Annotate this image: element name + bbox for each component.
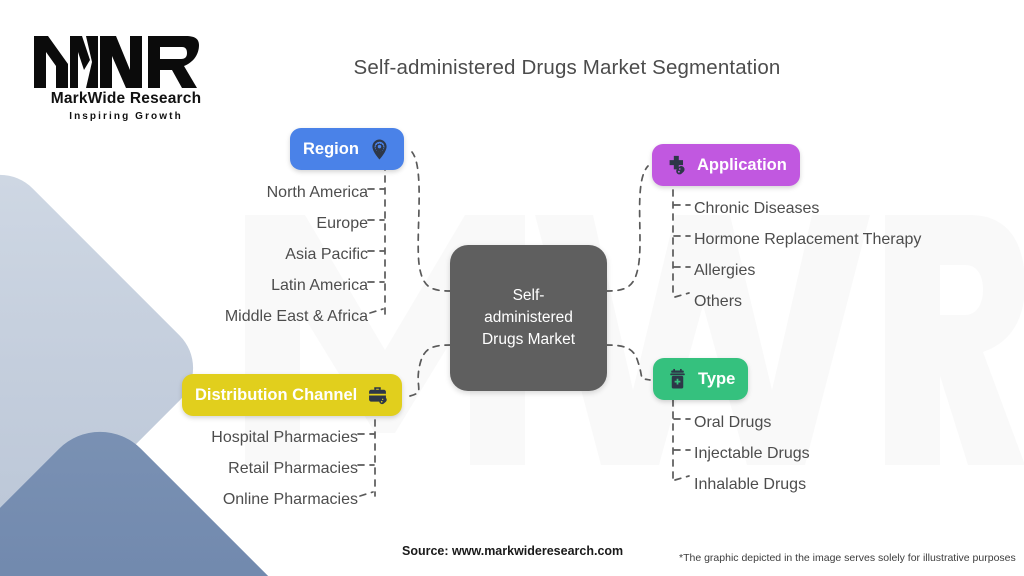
branch-badge-distribution-channel[interactable]: Distribution Channel [182, 374, 403, 416]
page-title-text: Self-administered Drugs Market Segmentat… [353, 56, 781, 79]
branch-label-distribution-channel: Distribution Channel [195, 385, 358, 404]
list-item: Chronic Diseases [694, 200, 820, 217]
map-pin-gear-icon [368, 138, 391, 161]
disclaimer-label: *The graphic depicted in the image serve… [679, 552, 1016, 564]
branch-badge-region[interactable]: Region [290, 128, 404, 170]
center-node-label: Self- administered Drugs Market [482, 285, 575, 351]
page-title: Self-administered Drugs Market Segmentat… [0, 56, 1024, 80]
logo-mark-mwr [34, 36, 199, 88]
branch-label-type: Type [698, 369, 736, 388]
center-node-line-3: Drugs Market [481, 331, 576, 348]
list-item: Allergies [694, 262, 756, 279]
list-item: Hormone Replacement Therapy [694, 231, 922, 248]
list-item: Online Pharmacies [222, 491, 358, 508]
list-item: North America [266, 184, 368, 201]
hospital-building-icon [666, 368, 689, 391]
medical-cross-pill-icon [665, 154, 688, 177]
center-node-line-2: administered [484, 309, 573, 326]
branch-label-region: Region [303, 139, 359, 158]
list-item: Europe [316, 215, 368, 232]
list-item: Inhalable Drugs [694, 476, 807, 493]
brand-logo: MarkWide Research Inspiring Growth [26, 30, 226, 130]
medical-bag-icon [366, 384, 389, 407]
logo-company-name: MarkWide Research [50, 90, 202, 107]
list-item: Others [694, 293, 743, 310]
list-item: Oral Drugs [694, 414, 772, 431]
list-item: Latin America [271, 277, 368, 294]
branch-badge-type[interactable]: Type [653, 358, 749, 400]
branch-badge-application[interactable]: Application [652, 144, 800, 186]
list-item: Retail Pharmacies [228, 460, 358, 477]
list-item: Asia Pacific [285, 246, 368, 263]
center-node-line-1: Self- [512, 287, 545, 304]
branch-label-application: Application [697, 155, 787, 174]
list-item: Middle East & Africa [224, 308, 368, 325]
center-node: Self- administered Drugs Market [450, 245, 607, 391]
source-label: Source: www.markwideresearch.com [402, 544, 624, 558]
list-item: Injectable Drugs [694, 445, 810, 462]
logo-tagline: Inspiring Growth [69, 111, 183, 122]
list-item: Hospital Pharmacies [211, 429, 358, 446]
